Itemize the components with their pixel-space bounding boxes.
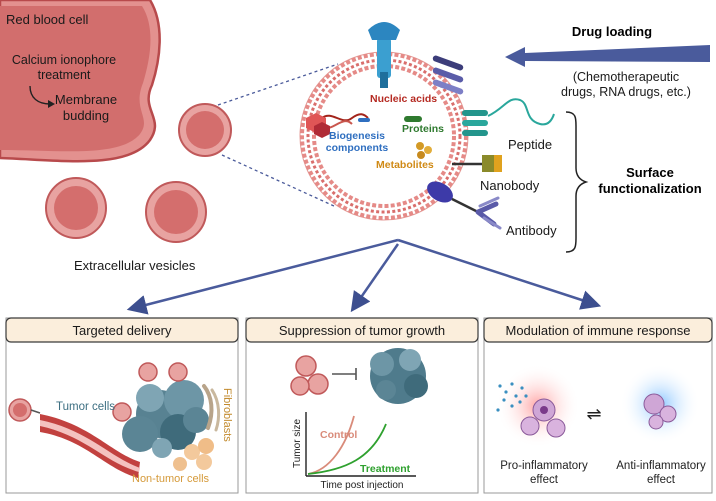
drug-loading-arrow <box>505 45 710 67</box>
ev-group <box>290 355 329 396</box>
ligand-nanobody: Nanobody <box>480 178 540 193</box>
nanobody-icon <box>452 155 502 172</box>
fibroblasts-label: Fibroblasts <box>221 388 233 442</box>
extracellular-vesicle <box>145 181 207 243</box>
rbc-title: Red blood cell <box>6 12 88 27</box>
surface-func-line1: Surface <box>626 165 674 180</box>
surface-func-line2: functionalization <box>598 181 701 196</box>
red-blood-cell <box>0 0 161 163</box>
pro-inflammatory-line1: Pro-inflammatory <box>500 460 588 472</box>
series-control-line <box>307 415 355 475</box>
protein-icon <box>404 116 422 122</box>
rbc-step2-line1: Membrane <box>55 92 117 107</box>
tumor-growth-chart <box>305 412 416 477</box>
cytokine-dots <box>496 382 528 412</box>
rbc-step1-line2: treatment <box>38 68 91 82</box>
branch-arrows <box>126 238 602 315</box>
tumor-mass <box>370 348 428 404</box>
membrane-transporter-icon <box>432 55 464 95</box>
cargo-biogenesis-line2: components <box>326 142 389 154</box>
panel-targeted-title: Targeted delivery <box>73 323 172 338</box>
ligand-peptide: Peptide <box>508 137 552 152</box>
metabolite-icon <box>416 142 432 159</box>
pro-inflammatory-line2: effect <box>530 474 559 486</box>
non-tumor-cells <box>173 438 214 471</box>
nucleic-acid-icon <box>306 113 369 138</box>
drug-loading-title: Drug loading <box>572 24 652 39</box>
tumor-cluster <box>122 380 209 458</box>
rbc-step2-line2: budding <box>63 108 109 123</box>
extracellular-vesicle <box>45 177 107 239</box>
chart-xlabel: Time post injection <box>321 480 404 491</box>
anti-inflammatory-line1: Anti-inflammatory <box>616 460 706 472</box>
ev-in-vessel <box>8 398 32 422</box>
panel-immune-title: Modulation of immune response <box>506 323 691 338</box>
peptide-icon <box>462 98 555 136</box>
membrane-receptor-icon <box>368 22 400 88</box>
equilibrium-icon: ⇌ <box>586 404 601 424</box>
anti-inflammatory-line2: effect <box>647 474 676 486</box>
blood-vessel <box>40 414 140 478</box>
cargo-biogenesis-line1: Biogenesis <box>329 130 385 142</box>
rbc-step-arrow <box>29 85 51 105</box>
series-control-label: Control <box>320 429 357 441</box>
ev-on-tumor <box>112 362 188 422</box>
extracellular-vesicle <box>178 103 232 157</box>
cargo-proteins: Proteins <box>402 123 444 135</box>
fibroblast-icon <box>202 384 221 432</box>
antibody-icon <box>427 181 502 230</box>
cargo-nucleic-acids: Nucleic acids <box>370 93 437 105</box>
drug-loading-desc-line2: drugs, RNA drugs, etc.) <box>561 85 691 99</box>
zoom-line-bottom <box>221 154 335 207</box>
cargo-metabolites: Metabolites <box>376 159 434 171</box>
ligand-antibody: Antibody <box>506 223 557 238</box>
tumor-cells-label: Tumor cells <box>56 401 115 413</box>
non-tumor-cells-label: Non-tumor cells <box>132 473 210 485</box>
biogenesis-icon <box>358 118 370 122</box>
immune-cells-pro <box>520 398 566 438</box>
immune-cells-anti <box>643 393 677 430</box>
series-treatment-label: Treatment <box>360 463 411 475</box>
panel-suppression-title: Suppression of tumor growth <box>279 323 445 338</box>
rbc-step1-line1: Calcium ionophore <box>12 53 116 67</box>
series-treatment-line <box>307 423 387 475</box>
inhibit-icon <box>332 368 357 380</box>
panel-suppression <box>245 317 479 494</box>
ev-label: Extracellular vesicles <box>74 258 196 273</box>
ligand-bracket <box>565 111 589 253</box>
chart-ylabel: Tumor size <box>292 418 303 468</box>
drug-loading-desc-line1: (Chemotherapeutic <box>573 70 679 84</box>
